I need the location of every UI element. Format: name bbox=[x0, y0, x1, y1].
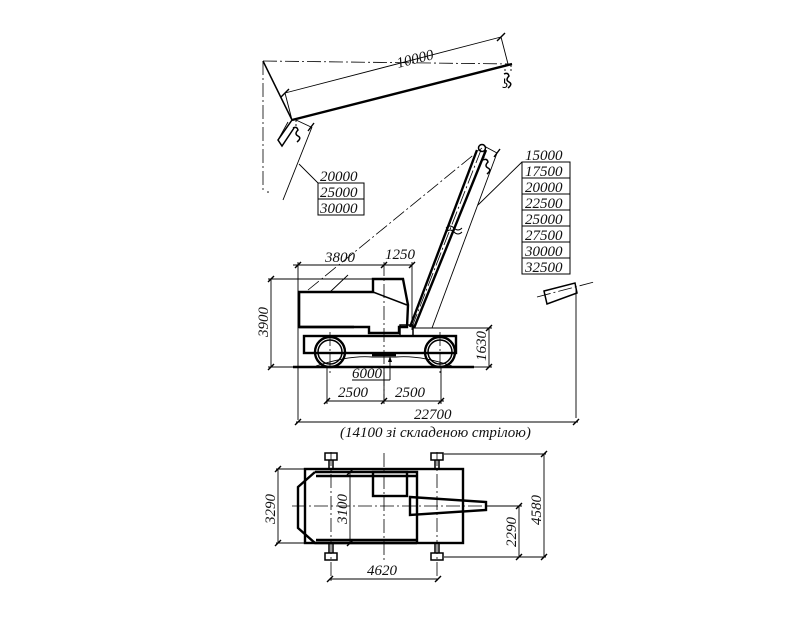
tick bbox=[434, 575, 442, 583]
wheelbase-label: 6000 bbox=[352, 366, 383, 382]
svg-text:ʖ: ʖ bbox=[502, 77, 508, 91]
boom-length-0: 15000 bbox=[525, 148, 563, 164]
chassis-height-label: 1630 bbox=[474, 331, 490, 362]
outrigger-front-bottom bbox=[324, 543, 338, 561]
boom-radius-ext bbox=[483, 145, 498, 154]
boom-chord-right bbox=[412, 149, 488, 329]
tick bbox=[380, 397, 388, 405]
arrow-icon bbox=[388, 356, 392, 362]
jib-dimension-line bbox=[284, 36, 502, 94]
tick bbox=[437, 397, 445, 405]
cab-to-boom-label: 1250 bbox=[385, 247, 416, 263]
boom-foot bbox=[399, 324, 414, 337]
overall-height-label: 3900 bbox=[256, 307, 272, 339]
boom-length-4: 25000 bbox=[525, 212, 563, 228]
tick bbox=[485, 363, 493, 371]
raised-boom-hook-icon bbox=[482, 152, 491, 175]
tick bbox=[540, 450, 548, 458]
boom-length-6: 30000 bbox=[524, 244, 563, 260]
cab-window-line bbox=[372, 291, 408, 306]
tick bbox=[267, 275, 275, 283]
tick bbox=[323, 397, 331, 405]
axle-right-label: 2500 bbox=[395, 385, 426, 401]
boom-sweep-axis bbox=[307, 147, 483, 291]
boom-tip-axis bbox=[536, 281, 595, 298]
boom-length-7: 32500 bbox=[524, 260, 563, 276]
jib-length-label: 10000 bbox=[395, 47, 436, 72]
tick bbox=[572, 418, 580, 426]
dot bbox=[267, 191, 269, 193]
folded-length-note: (14100 зі складеною стрілою) bbox=[340, 425, 531, 441]
jib-boom-length-0: 20000 bbox=[320, 169, 358, 185]
boom-tip-detail bbox=[536, 281, 595, 418]
outrigger-width-label: 4580 bbox=[529, 495, 545, 526]
cab-length-label: 3800 bbox=[324, 250, 356, 266]
tick bbox=[380, 261, 388, 269]
boom-length-3: 22500 bbox=[525, 196, 563, 212]
plan-view: 3290 3100 4620 2290 4580 bbox=[263, 450, 548, 583]
jib-ext-line-right bbox=[500, 36, 509, 65]
plan-boom-stub bbox=[408, 495, 488, 517]
tick bbox=[346, 539, 354, 547]
tick bbox=[496, 32, 506, 42]
boom-table-leader bbox=[477, 161, 523, 206]
boom-length-2: 20000 bbox=[525, 180, 563, 196]
crane-body bbox=[297, 277, 410, 335]
overall-length-label: 22700 bbox=[414, 407, 452, 423]
boom-length-1: 17500 bbox=[525, 164, 563, 180]
tick bbox=[267, 363, 275, 371]
side-view: 3800 1250 3900 1630 6000 2500 2500 bbox=[256, 247, 580, 441]
tick bbox=[294, 418, 302, 426]
inner-width-label: 3100 bbox=[335, 494, 351, 526]
tick bbox=[280, 88, 290, 98]
outrigger-span-label: 4620 bbox=[367, 563, 398, 579]
boom-length-5: 27500 bbox=[525, 228, 563, 244]
table-leader bbox=[298, 163, 319, 184]
boom-lengths-table: 15000 17500 20000 22500 25000 27500 3000… bbox=[521, 148, 571, 276]
boom-break-mark bbox=[445, 229, 463, 235]
tick bbox=[346, 468, 354, 476]
tick bbox=[493, 148, 501, 158]
boom-radius-line bbox=[431, 152, 498, 329]
boom-head-hook-icon bbox=[277, 119, 315, 148]
tick bbox=[326, 575, 334, 583]
outrigger-rear-top bbox=[430, 452, 444, 469]
boom-break-mark bbox=[445, 225, 463, 231]
jib-ext-line-left bbox=[284, 92, 293, 121]
hook-icon: ʖ bbox=[502, 65, 512, 91]
outrigger-front-top bbox=[324, 452, 338, 469]
jib-boom-length-1: 25000 bbox=[320, 185, 358, 201]
outrigger-rear-bottom bbox=[430, 543, 444, 561]
tick bbox=[485, 324, 493, 332]
jib-tie-line bbox=[262, 60, 293, 121]
tick bbox=[515, 502, 523, 510]
jib-horizontal-axis bbox=[262, 60, 513, 65]
jib-member bbox=[291, 62, 513, 122]
tick bbox=[307, 122, 315, 132]
jib-boom-length-2: 30000 bbox=[319, 201, 358, 217]
chassis-frame bbox=[302, 334, 458, 355]
boom-tip-shape bbox=[543, 282, 578, 305]
tick bbox=[274, 539, 282, 547]
boom-leader-line bbox=[282, 126, 313, 201]
tick bbox=[408, 261, 416, 269]
cab-leader bbox=[329, 274, 349, 293]
tick bbox=[515, 553, 523, 561]
plan-turntable bbox=[296, 470, 419, 545]
body-width-label: 3290 bbox=[263, 494, 279, 526]
axle-left-label: 2500 bbox=[338, 385, 369, 401]
raised-boom bbox=[307, 143, 523, 329]
boom-head-sheave bbox=[477, 143, 487, 153]
boom-chord-left bbox=[408, 149, 479, 328]
jib-boom-lengths-table: 20000 25000 30000 bbox=[317, 169, 365, 217]
plan-cab bbox=[371, 470, 409, 498]
tick bbox=[540, 553, 548, 561]
half-span-label: 2290 bbox=[504, 517, 520, 548]
tick bbox=[274, 465, 282, 473]
tick bbox=[294, 261, 302, 269]
boom-center-axis bbox=[411, 149, 482, 328]
